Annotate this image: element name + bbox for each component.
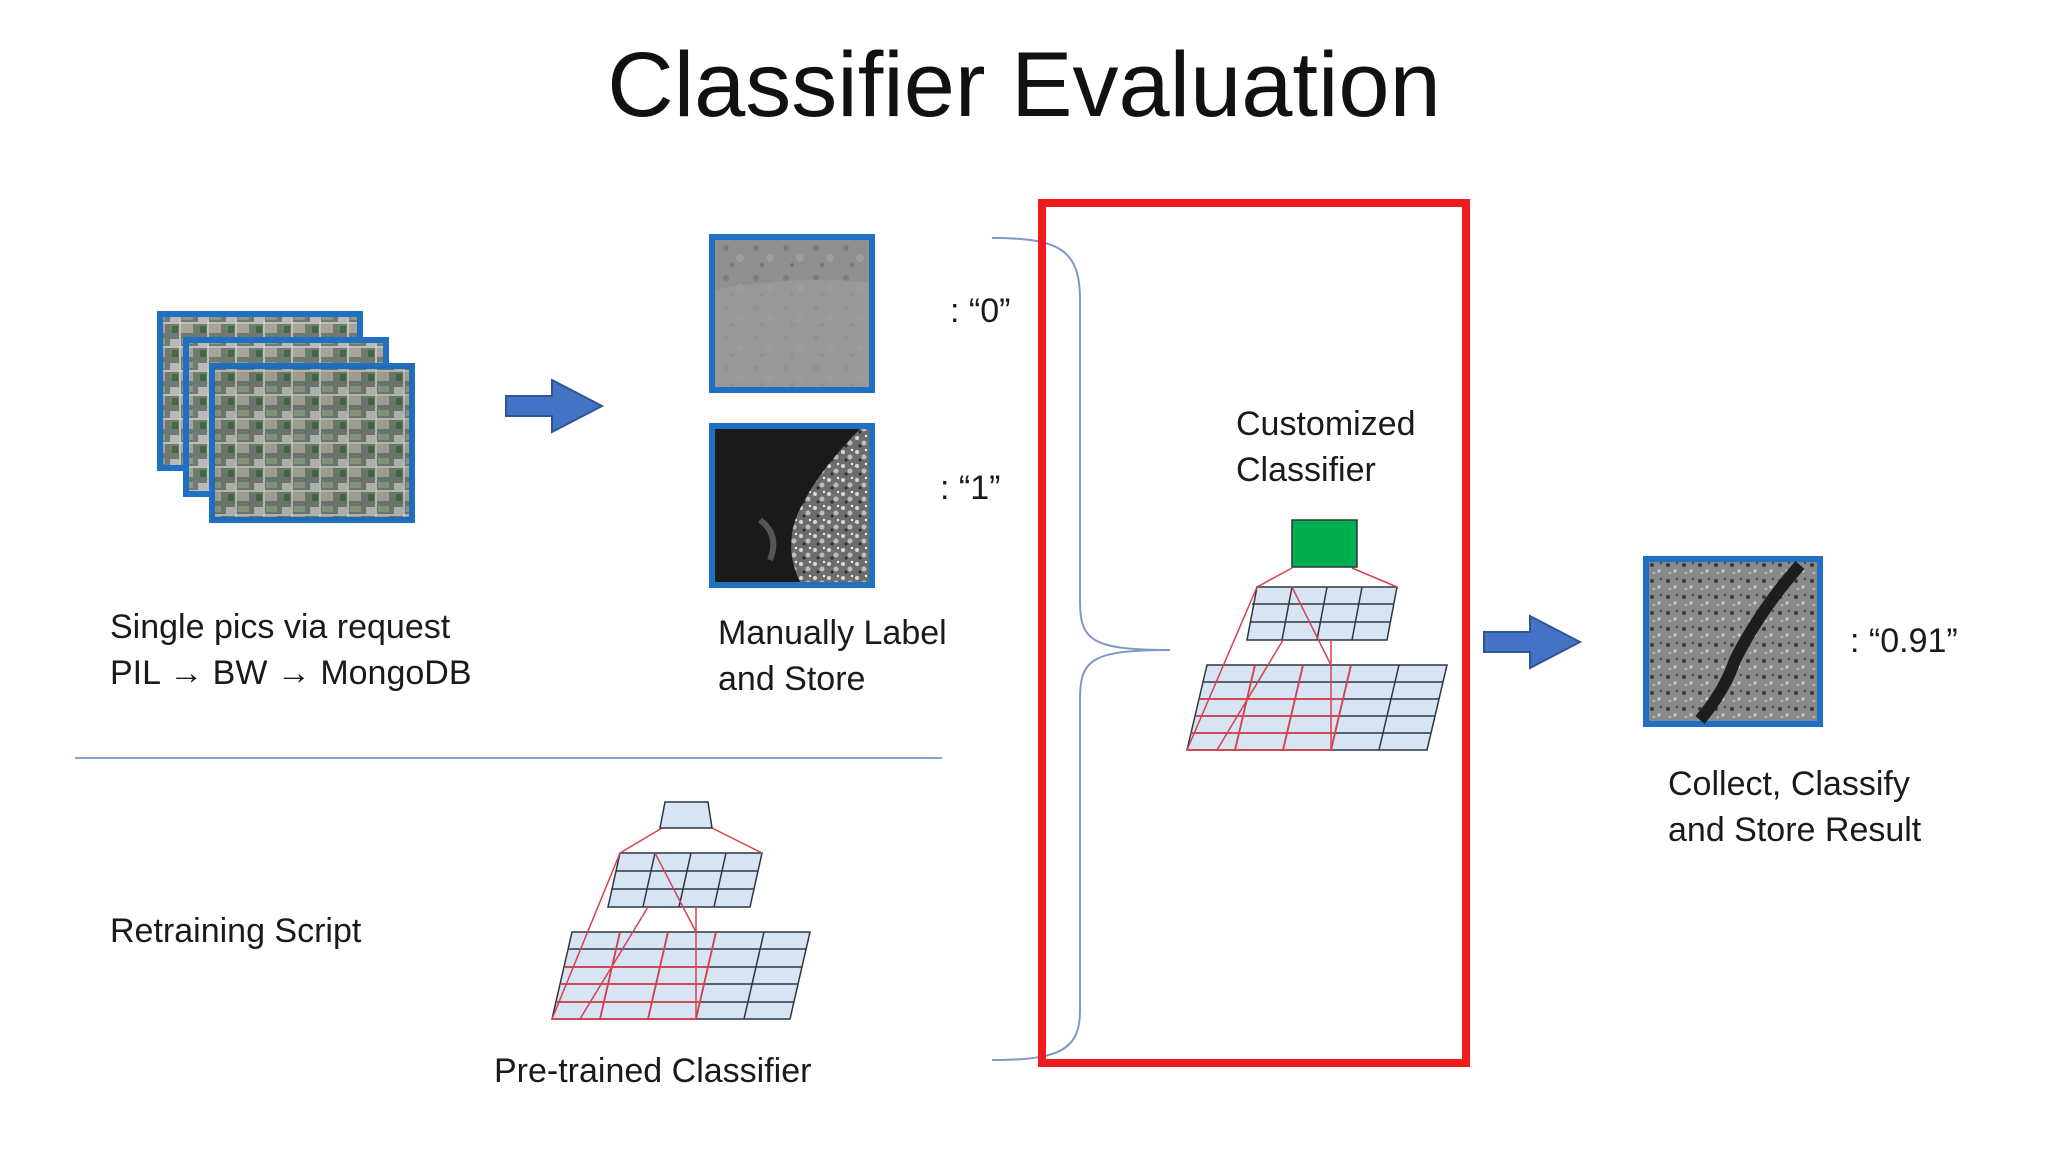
- label-zero: : “0”: [950, 292, 1011, 330]
- manual-label-line2: and Store: [718, 660, 866, 698]
- label-one: : “1”: [940, 469, 1001, 507]
- retraining-script-label: Retraining Script: [110, 912, 362, 950]
- collect-label-line2: and Store Result: [1668, 811, 1922, 849]
- single-pics-label-line2: PIL → BW → MongoDB: [110, 654, 472, 692]
- customized-classifier-highlight: [1038, 199, 1470, 1067]
- pretrained-classifier-label: Pre-trained Classifier: [494, 1052, 812, 1090]
- collect-label-line1: Collect, Classify: [1668, 765, 1910, 803]
- output-node: [1291, 519, 1358, 568]
- arrow-right-icon: [505, 378, 605, 434]
- sample-image-label-1: [709, 423, 875, 588]
- pretrained-classifier-network: [551, 801, 811, 1020]
- single-pics-label-line1: Single pics via request: [110, 608, 451, 646]
- sample-image-label-0: [709, 234, 875, 393]
- result-image: [1643, 556, 1823, 727]
- customized-classifier-line2: Classifier: [1236, 451, 1376, 489]
- customized-classifier-line1: Customized: [1236, 405, 1416, 443]
- customized-classifier-network: [1186, 519, 1448, 751]
- slide-title: Classifier Evaluation: [607, 34, 1441, 136]
- curly-brace: [991, 237, 1171, 1061]
- manual-label-line1: Manually Label: [718, 614, 947, 652]
- arrow-right-icon: [1483, 614, 1583, 670]
- result-value: : “0.91”: [1850, 622, 1958, 660]
- aerial-photo-stack: [157, 311, 415, 523]
